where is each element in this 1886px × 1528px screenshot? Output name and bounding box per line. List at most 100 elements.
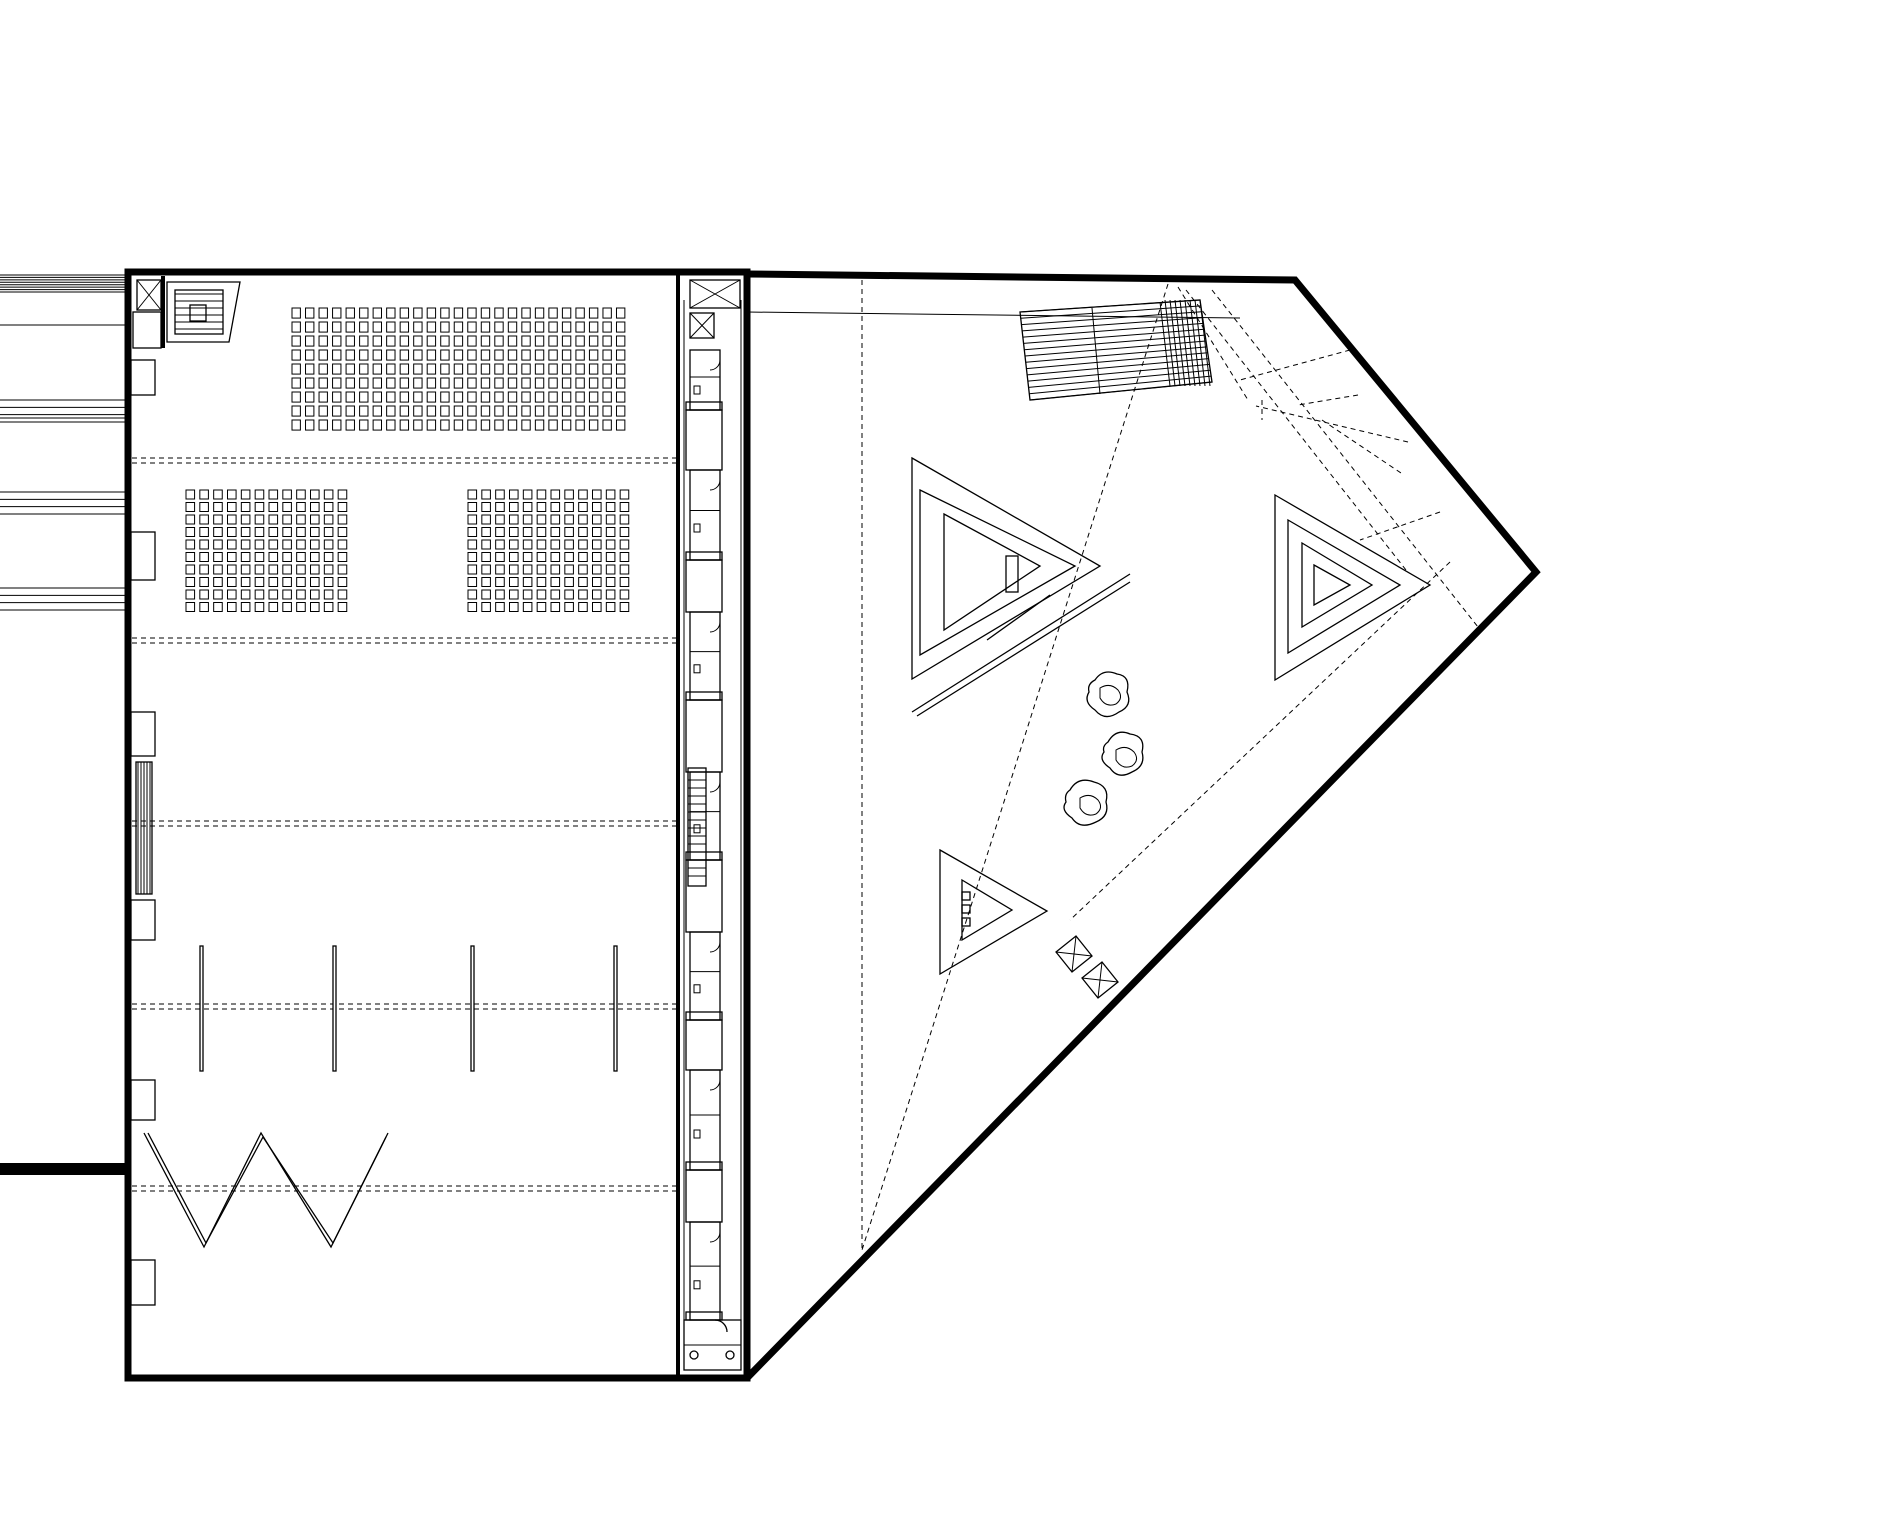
wall-piers: [130, 359, 156, 1306]
seat: [213, 502, 223, 512]
cabin-fixture: [693, 523, 701, 533]
seat: [467, 602, 478, 612]
seat: [399, 419, 410, 431]
seat: [291, 419, 301, 431]
triangle-structure-bottom: [939, 848, 1049, 976]
seat: [413, 363, 423, 375]
seat: [564, 602, 574, 612]
seat: [399, 307, 410, 319]
seat: [605, 502, 616, 512]
seat: [318, 405, 328, 417]
seat: [575, 349, 585, 361]
cabin-base: [685, 1011, 723, 1021]
seat: [240, 514, 251, 525]
seat: [359, 377, 369, 389]
seat: [536, 539, 547, 550]
wall-pier: [130, 1079, 156, 1121]
seat: [592, 489, 602, 500]
seat: [592, 502, 602, 512]
strip-segment: [685, 1019, 723, 1071]
seat: [619, 527, 630, 537]
seat: [534, 335, 545, 347]
seat: [213, 589, 223, 600]
seat: [592, 602, 602, 612]
seat: [305, 307, 315, 319]
seat: [310, 589, 320, 600]
hall-grid-lines: [132, 457, 676, 1192]
seat: [386, 391, 396, 403]
plaza-stair-line: [1174, 299, 1186, 387]
plaza-stair-tread: [1025, 346, 1207, 363]
service-cabins: [685, 349, 723, 1321]
seat: [240, 489, 251, 500]
seat: [426, 391, 437, 403]
seat: [522, 502, 533, 512]
seat: [578, 502, 588, 512]
seat: [399, 405, 410, 417]
seat: [588, 335, 599, 347]
seat: [227, 564, 237, 575]
cabin: [689, 611, 721, 701]
seat: [440, 391, 450, 403]
seat: [536, 502, 547, 512]
cabin: [689, 469, 721, 561]
seat: [509, 514, 519, 525]
plaza-stair-tread: [1026, 352, 1208, 370]
seat: [578, 539, 588, 550]
seat: [480, 419, 491, 431]
seat: [296, 514, 306, 525]
seat: [413, 391, 423, 403]
seat: [588, 363, 599, 375]
seat: [467, 307, 477, 319]
seat: [268, 589, 279, 600]
seat: [578, 589, 588, 600]
seat: [561, 419, 572, 431]
seat: [386, 377, 396, 389]
seat: [440, 363, 450, 375]
seat: [481, 564, 491, 575]
seat: [413, 335, 423, 347]
seat: [592, 564, 602, 575]
seat: [467, 564, 478, 575]
seat: [440, 307, 450, 319]
plaza-stair-line: [1169, 299, 1181, 387]
seat: [268, 564, 279, 575]
seat: [550, 589, 561, 600]
wall-pier: [130, 711, 156, 757]
seat: [282, 489, 292, 500]
seat: [345, 349, 355, 361]
seat: [337, 527, 348, 537]
cabin-door: [709, 621, 721, 633]
seat: [268, 552, 279, 562]
seat: [615, 377, 626, 389]
seat: [550, 564, 561, 575]
seat: [521, 335, 531, 347]
seat: [386, 335, 396, 347]
seat: [399, 321, 410, 333]
seat: [386, 419, 396, 431]
seat: [199, 552, 209, 562]
seat: [199, 589, 209, 600]
seat: [480, 349, 491, 361]
seat: [254, 577, 265, 587]
seat: [467, 552, 478, 562]
seat: [453, 349, 464, 361]
seat: [332, 363, 342, 375]
seat: [305, 363, 315, 375]
seat: [521, 377, 531, 389]
seat: [310, 552, 320, 562]
seat: [578, 527, 588, 537]
seat: [564, 514, 574, 525]
seat: [481, 589, 491, 600]
seat: [550, 602, 561, 612]
seat: [592, 552, 602, 562]
seat: [337, 577, 348, 587]
seat: [268, 577, 279, 587]
seat: [185, 502, 196, 512]
seat: [399, 377, 410, 389]
seat: [345, 405, 355, 417]
seat: [372, 307, 382, 319]
seat: [291, 363, 301, 375]
seat: [240, 539, 251, 550]
seat: [578, 552, 588, 562]
